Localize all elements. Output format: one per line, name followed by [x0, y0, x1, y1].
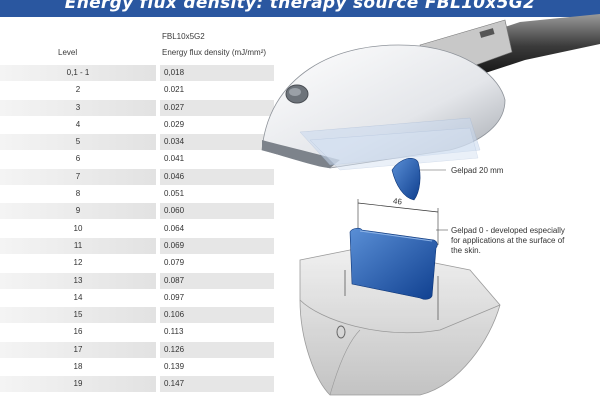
level-cell: 9	[0, 203, 156, 220]
flux-value-cell: 0.097	[160, 289, 274, 306]
flux-value-cell: 0.041	[160, 151, 274, 168]
flux-value-cell: 0.060	[160, 203, 274, 220]
gelpad-20-icon	[391, 157, 421, 201]
level-cell: 13	[0, 272, 156, 289]
level-cell: 10	[0, 220, 156, 237]
level-cell: 17	[0, 341, 156, 358]
flux-value-cell: 0.064	[160, 220, 274, 237]
level-cell: 7	[0, 168, 156, 185]
flux-value-cell: 0.147	[160, 376, 274, 393]
flux-value-cell: 0.021	[160, 82, 274, 99]
flux-value-cell: 0.106	[160, 307, 274, 324]
flux-value-cell: 0,018	[160, 65, 274, 81]
flux-value-cell: 0.079	[160, 255, 274, 272]
flux-value-cell: 0.051	[160, 186, 274, 203]
column-header-flux: Energy flux density (mJ/mm²)	[162, 48, 267, 57]
flux-value-cell: 0.029	[160, 116, 274, 133]
level-cell: 19	[0, 376, 156, 393]
level-cell: 16	[0, 324, 156, 341]
level-cell: 5	[0, 134, 156, 151]
level-cell: 6	[0, 151, 156, 168]
handpiece-icon	[261, 44, 506, 171]
flux-value-cell: 0.139	[160, 359, 274, 376]
level-cell: 18	[0, 359, 156, 376]
flux-value-cell: 0.034	[160, 134, 274, 151]
flux-value-cell: 0.027	[160, 99, 274, 116]
gelpad-0-icon	[349, 227, 438, 300]
flux-value-cell: 0.046	[160, 168, 274, 185]
flux-value-cell: 0.126	[160, 341, 274, 358]
level-cell: 8	[0, 186, 156, 203]
level-cell: 0,1 - 1	[0, 65, 156, 81]
applicator-cup-icon	[299, 247, 501, 396]
level-cell: 12	[0, 255, 156, 272]
gelpad-0-label: Gelpad 0 - developed especially for appl…	[451, 226, 565, 255]
level-cell: 4	[0, 116, 156, 133]
level-cell: 15	[0, 307, 156, 324]
dimension-label: 46	[392, 196, 403, 207]
gelpad-20-label: Gelpad 20 mm	[451, 166, 504, 175]
flux-value-cell: 0.087	[160, 272, 274, 289]
title-bar: Energy flux density: therapy source FBL1…	[0, 0, 600, 17]
level-cell: 14	[0, 289, 156, 306]
page-title: Energy flux density: therapy source FBL1…	[64, 0, 536, 13]
level-cell: 11	[0, 237, 156, 254]
source-label: FBL10x5G2	[162, 32, 205, 41]
level-cell: 2	[0, 82, 156, 99]
flux-value-cell: 0.069	[160, 237, 274, 254]
level-cell: 3	[0, 99, 156, 116]
column-header-level: Level	[58, 48, 78, 57]
flux-value-cell: 0.113	[160, 324, 274, 341]
